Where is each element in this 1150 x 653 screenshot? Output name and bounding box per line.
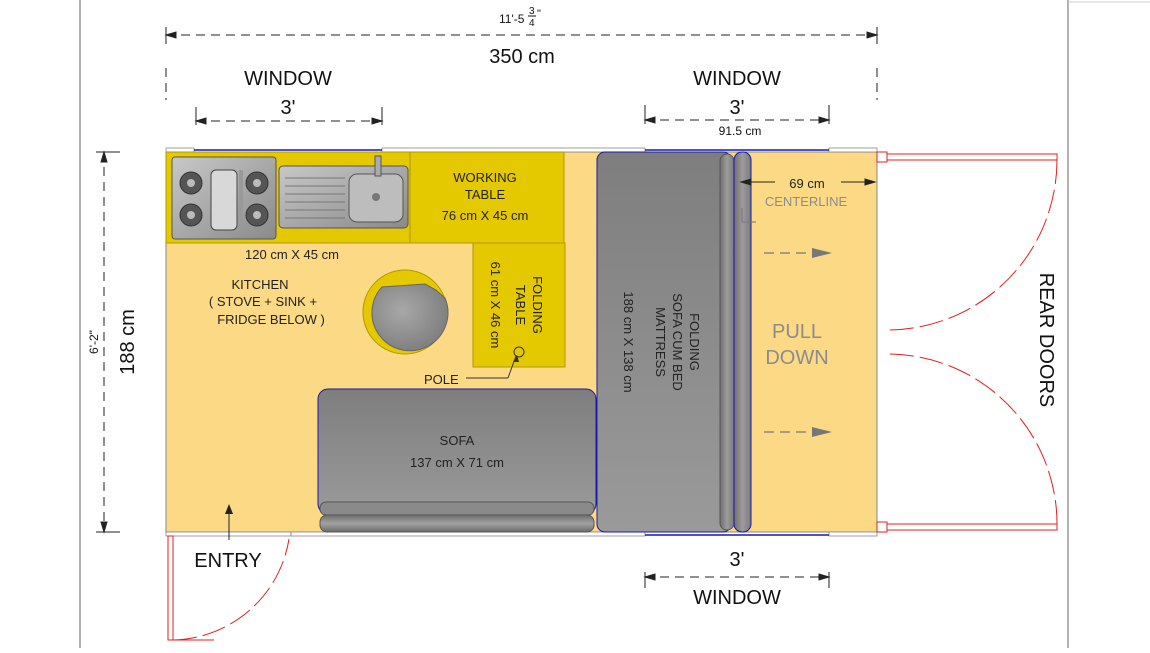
- rear-doors: [876, 151, 1058, 533]
- faucet-icon: [374, 155, 382, 177]
- overall-length-fraction-numerator: 3: [529, 6, 535, 17]
- stove-burner-icon: [179, 169, 269, 231]
- window-top-right-dimension: [643, 105, 831, 124]
- kitchen-label-line3: FRIDGE BELOW ): [217, 312, 325, 327]
- window-top-right-size: 3': [730, 97, 745, 119]
- pull-down-label-line1: PULL: [772, 321, 822, 343]
- folding-table-label-line1: FOLDING: [530, 276, 545, 334]
- working-table-size: 76 cm X 45 cm: [442, 208, 529, 223]
- bed-backrest: [733, 151, 752, 533]
- pull-down-arrow-icon: [764, 248, 832, 437]
- working-table: [409, 151, 565, 244]
- kitchen-label-line2: ( STOVE + SINK +: [209, 294, 317, 309]
- window-bottom-size: 3': [730, 549, 745, 571]
- entry-arrow-head: [225, 504, 233, 514]
- centerline-dimension: [739, 178, 877, 223]
- window-top-left-label: WINDOW: [244, 68, 332, 90]
- width-imperial: 6'-2": [87, 330, 101, 354]
- working-table-label-line1: WORKING: [453, 170, 517, 185]
- bed-fold-bolster: [719, 153, 735, 531]
- pull-down-label-line2: DOWN: [765, 347, 828, 369]
- sofa-base: [319, 514, 595, 533]
- sink-drainboard-icon: [285, 177, 345, 219]
- width-metric: 188 cm: [117, 309, 139, 375]
- overall-length-fraction-denominator: 4: [529, 18, 535, 29]
- pole-icon: [513, 346, 525, 358]
- folding-table-size: 61 cm X 46 cm: [488, 262, 503, 349]
- centerline-distance: 69 cm: [789, 176, 824, 191]
- sofa-size: 137 cm X 71 cm: [410, 455, 504, 470]
- working-table-label-line2: TABLE: [465, 187, 506, 202]
- window-top-right-metric: 91.5 cm: [719, 124, 762, 138]
- window-bottom-label: WINDOW: [693, 587, 781, 609]
- window-bottom-dimension: [643, 572, 831, 588]
- entry-label: ENTRY: [194, 550, 261, 572]
- rear-doors-label: REAR DOORS: [1035, 273, 1057, 407]
- round-seat-top: [371, 283, 449, 352]
- sofa-label: SOFA: [440, 433, 475, 448]
- kitchen-label-line1: KITCHEN: [231, 277, 288, 292]
- entry-door: [167, 535, 290, 641]
- drain-icon: [372, 193, 380, 201]
- kitchen-size: 120 cm X 45 cm: [245, 247, 339, 262]
- sofa: [317, 388, 597, 515]
- overall-length-metric: 350 cm: [489, 46, 555, 68]
- bed-label-line1: FOLDING: [687, 313, 702, 371]
- window-top-right-label: WINDOW: [693, 68, 781, 90]
- bed-size: 188 cm X 138 cm: [621, 291, 636, 392]
- window-top-left-size: 3': [281, 97, 296, 119]
- window-top-left-dimension: [194, 107, 384, 125]
- overall-length-imperial: 11'-5: [499, 12, 525, 26]
- folding-table-label-line2: TABLE: [513, 285, 528, 326]
- sofa-cushion-front: [319, 501, 595, 516]
- centerline-label: CENTERLINE: [765, 194, 848, 209]
- pole-label: POLE: [424, 372, 459, 387]
- width-dimension: [96, 150, 120, 534]
- overall-length-dimension: [164, 27, 879, 100]
- bed-label-line3: MATTRESS: [653, 307, 668, 377]
- pole-arrow-head: [513, 355, 519, 362]
- folding-table: [472, 242, 566, 368]
- overall-length-inch-mark: ": [537, 8, 541, 20]
- bed-label-line2: SOFA CUM BED: [670, 293, 685, 391]
